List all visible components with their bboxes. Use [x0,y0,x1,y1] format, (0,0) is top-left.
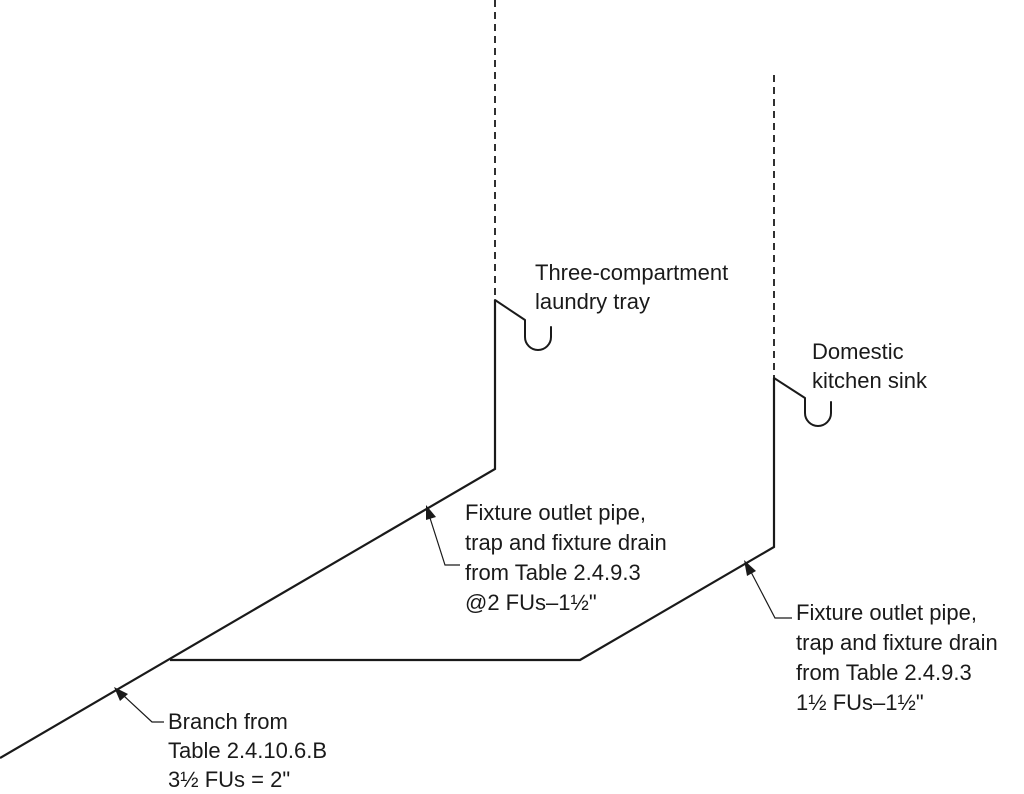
laundry-drain-leader [429,517,460,566]
laundry-drain-callout-line: @2 FUs–1½" [465,590,597,615]
kitchen-sink-label-line: Domestic [812,339,904,364]
branch-and-laundry-drain-pipe [0,300,497,759]
sink-drain-callout-line: 1½ FUs–1½" [796,690,924,715]
kitchen-sink-label-line: kitchen sink [812,368,928,393]
laundry-drain-callout: Fixture outlet pipe, trap and fixture dr… [465,500,673,615]
sink-drain-callout-line: trap and fixture drain [796,630,998,655]
branch-callout-line: Branch from [168,709,288,734]
sink-drain-pipe [170,378,776,662]
laundry-drain-callout-line: Fixture outlet pipe, [465,500,646,525]
sink-drain-arrowhead [744,560,756,576]
laundry-tray-label-line: Three-compartment [535,260,728,285]
laundry-drain-callout-line: trap and fixture drain [465,530,667,555]
laundry-tray-label: Three-compartment laundry tray [535,260,734,314]
sink-drain-callout-line: Fixture outlet pipe, [796,600,977,625]
sink-drain-leader [750,571,792,619]
laundry-drain-arrowhead [426,505,436,520]
sink-drain-callout-line: from Table 2.4.9.3 [796,660,972,685]
kitchen-sink-trap [773,377,832,427]
kitchen-sink-label: Domestic kitchen sink [812,339,928,393]
laundry-drain-callout-line: from Table 2.4.9.3 [465,560,641,585]
branch-callout-line: Table 2.4.10.6.B [168,738,327,763]
laundry-tray-label-line: laundry tray [535,289,650,314]
laundry-tray-trap [494,299,552,351]
branch-leader [123,695,164,723]
branch-callout-line: 3½ FUs = 2" [168,767,290,792]
sink-drain-callout: Fixture outlet pipe, trap and fixture dr… [796,600,1004,715]
branch-arrowhead [114,687,128,701]
branch-callout: Branch from Table 2.4.10.6.B 3½ FUs = 2" [168,709,333,792]
